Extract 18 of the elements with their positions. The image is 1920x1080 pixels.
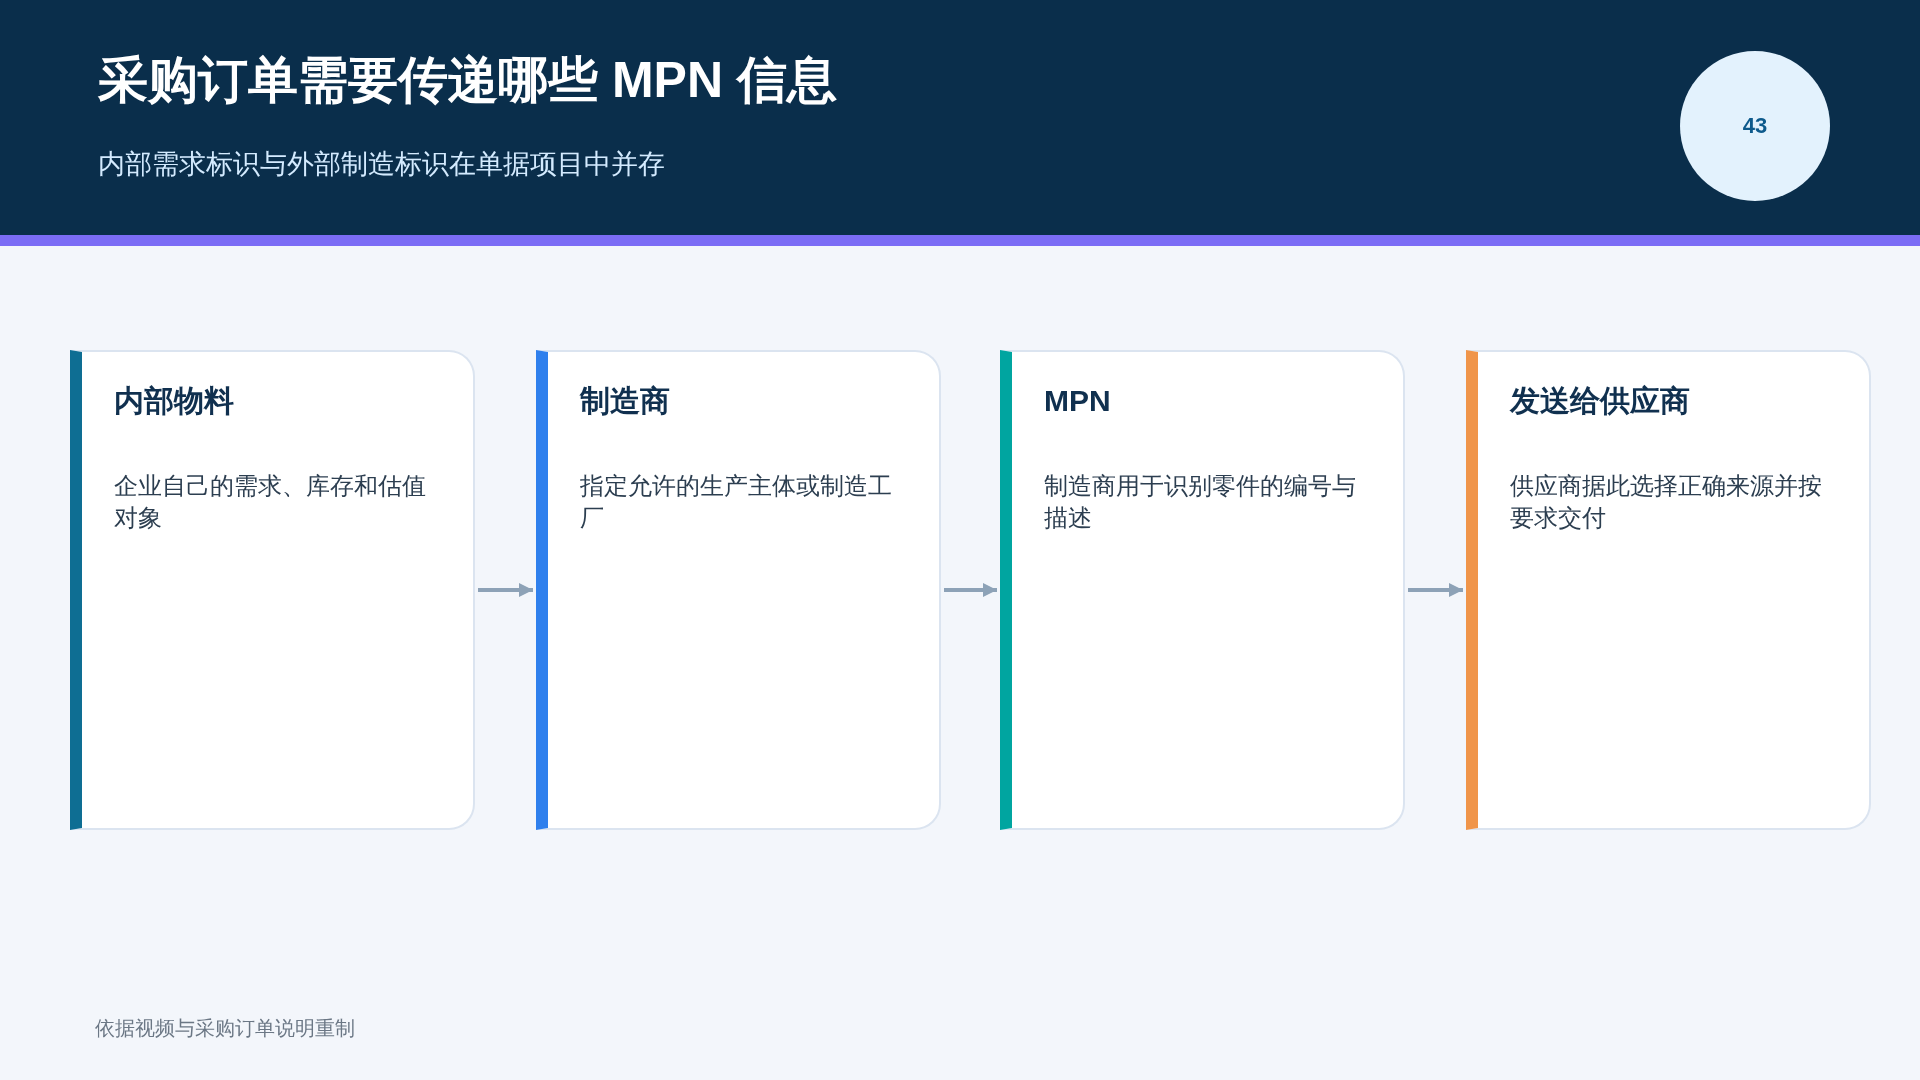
page-title: 采购订单需要传递哪些 MPN 信息	[98, 51, 837, 110]
step-card	[70, 350, 475, 830]
card-text: 供应商据此选择正确来源并按要求交付	[1510, 471, 1823, 533]
subtitle: 内部需求标识与外部制造标识在单据项目中并存	[98, 148, 665, 180]
card-title: 发送给供应商	[1510, 383, 1690, 419]
card-title: MPN	[1044, 383, 1111, 419]
arrow	[1408, 583, 1463, 597]
step-card	[1000, 350, 1405, 830]
card-title: 内部物料	[114, 383, 234, 419]
source-note: 依据视频与采购订单说明重制	[95, 1016, 355, 1040]
card-title: 制造商	[580, 383, 670, 419]
arrow	[944, 583, 997, 597]
card-text: 制造商用于识别零件的编号与描述	[1044, 471, 1357, 533]
arrow	[478, 583, 533, 597]
step-card	[1466, 350, 1871, 830]
card-text: 企业自己的需求、库存和估值对象	[114, 471, 427, 533]
step-card	[536, 350, 941, 830]
card-text: 指定允许的生产主体或制造工厂	[580, 471, 893, 533]
